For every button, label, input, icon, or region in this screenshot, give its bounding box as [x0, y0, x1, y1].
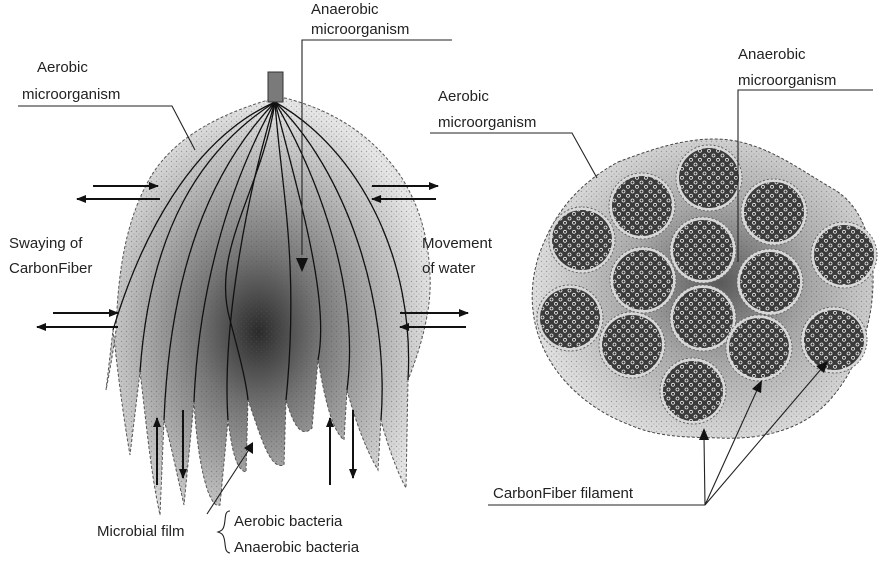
- bundle-dot-texture: [106, 98, 430, 515]
- carbon-fiber-filament-cross-section: [599, 312, 665, 378]
- carbon-fiber-filament-cross-section: [676, 145, 742, 211]
- carbon-fiber-filament-cross-section: [660, 358, 726, 424]
- fiber-bundle-side-view: Aerobic microorganism Anaerobic microorg…: [9, 1, 493, 556]
- right-aerobic-leader: [430, 133, 597, 178]
- carbon-fiber-filament-cross-section: [610, 247, 676, 313]
- left-aerobic-label-line2: microorganism: [22, 86, 120, 103]
- top-anaerobic-label-line2: microorganism: [311, 21, 409, 38]
- microbial-film-brace: [218, 511, 230, 553]
- carbon-fiber-filament-cross-section: [670, 285, 736, 351]
- carbon-fiber-filament-cross-section: [670, 217, 736, 283]
- carbon-fiber-filament-cross-section: [801, 307, 867, 373]
- carbon-fiber-filament-cross-section: [737, 249, 803, 315]
- carbon-fiber-filament-cross-section: [811, 222, 877, 288]
- carbon-fiber-filament-cross-section: [726, 315, 792, 381]
- filament-leader-1: [704, 437, 705, 505]
- microbial-film-label: Microbial film: [97, 523, 185, 540]
- right-anaerobic-label-line2: microorganism: [738, 72, 836, 89]
- swaying-label-line1: Swaying of: [9, 235, 83, 252]
- fiber-bundle-cross-section: Aerobic microorganism Anaerobic microorg…: [430, 46, 877, 505]
- fiber-anchor-block: [268, 72, 283, 102]
- carbon-fiber-filament-cross-section: [609, 173, 675, 239]
- left-aerobic-label-line1: Aerobic: [37, 59, 88, 76]
- right-aerobic-label-line1: Aerobic: [438, 88, 489, 105]
- aerobic-bacteria-label: Aerobic bacteria: [234, 513, 343, 530]
- aerobic-leader-left: [18, 106, 195, 150]
- carbon-fiber-filament-cross-section: [549, 207, 615, 273]
- movement-label-line2: of water: [422, 260, 475, 277]
- right-anaerobic-label-line1: Anaerobic: [738, 46, 806, 63]
- carbon-fiber-filament-cross-section: [537, 285, 603, 351]
- movement-label-line1: Movement: [422, 235, 493, 252]
- filament-label: CarbonFiber filament: [493, 485, 634, 502]
- top-anaerobic-label-line1: Anaerobic: [311, 1, 379, 18]
- anaerobic-bacteria-label: Anaerobic bacteria: [234, 539, 360, 556]
- right-aerobic-label-line2: microorganism: [438, 114, 536, 131]
- carbon-fiber-filament-cross-section: [741, 179, 807, 245]
- swaying-label-line2: CarbonFiber: [9, 260, 92, 277]
